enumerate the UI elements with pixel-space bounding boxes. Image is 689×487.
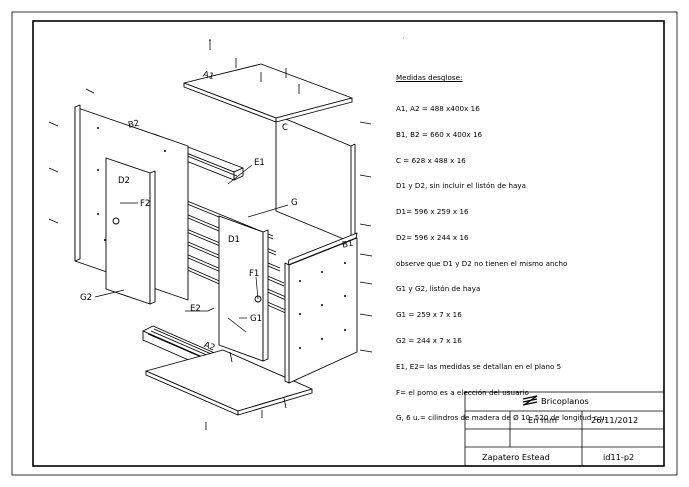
notes-line: C = 628 x 488 x 16 — [396, 155, 466, 165]
label-b1: B1 — [341, 239, 354, 251]
panel-c-back — [275, 114, 356, 243]
label-b2: B2 — [127, 119, 140, 131]
notes-line: D2= 596 x 244 x 16 — [396, 232, 469, 242]
label-g2: G2 — [80, 293, 92, 303]
notes-line: G2 = 244 x 7 x 16 — [396, 336, 462, 345]
outer-border — [11, 11, 678, 476]
notes-line: B1, B2 = 660 x 400x 16 — [396, 129, 483, 139]
notes-line: F= el pomo es a elección del usuario — [396, 387, 529, 397]
door-d2 — [105, 157, 156, 305]
title-block-units: En mm — [528, 415, 557, 425]
label-e2: E2 — [190, 304, 201, 314]
notes-line: D1 y D2, sin incluir el listón de haya — [396, 181, 527, 191]
notes-title: Medidas desglose: — [396, 73, 463, 83]
notes-line: G1 y G2, listón de haya — [396, 284, 481, 294]
label-d1: D1 — [228, 235, 240, 245]
notes-line: observe que D1 y D2 no tienen el mismo a… — [396, 258, 568, 268]
leader-lines — [94, 164, 289, 333]
screw-holes-b1 — [299, 262, 346, 349]
screw-holes-b2 — [97, 127, 166, 241]
exploded-assembly — [48, 39, 373, 430]
label-a2: A2 — [202, 340, 216, 353]
brand-logo-icon — [522, 395, 538, 406]
label-e1: E1 — [254, 158, 265, 168]
screws — [48, 39, 373, 430]
label-a1: A1 — [202, 70, 216, 83]
door-d1 — [218, 215, 269, 362]
panel-a2-bottom — [145, 349, 313, 416]
title-block — [464, 391, 665, 467]
label-d2: D2 — [118, 176, 130, 186]
notes-line: A1, A2 = 488 x400x 16 — [396, 103, 480, 113]
label-g1: G1 — [250, 314, 262, 324]
title-block-sheet-id: id11-p2 — [603, 452, 635, 462]
title-block-date: 26/11/2012 — [591, 415, 639, 425]
label-f1: F1 — [249, 269, 259, 279]
title-block-brand: Bricoplanos — [541, 396, 589, 406]
part-labels: A1 A2 B2 B1 C D2 D1 E1 E2 F2 F1 G G1 G2 — [80, 70, 354, 354]
notes-line: E1, E2= las medidas se detallan en el pl… — [396, 361, 562, 371]
dimensions-notes: Medidas desglose: A1, A2 = 488 x400x 16 … — [396, 57, 607, 432]
label-f2: F2 — [140, 199, 150, 209]
panel-b1-right — [284, 232, 358, 384]
inner-border — [32, 20, 665, 467]
panel-a1-top — [183, 63, 353, 123]
notes-line: G1 = 259 x 7 x 16 — [396, 310, 462, 320]
label-g: G — [291, 198, 298, 208]
title-block-project: Zapatero Estead — [482, 452, 550, 462]
notes-line: G, 6 u.= cilindros de madera de Ø 10, 52… — [396, 413, 607, 423]
label-c: C — [282, 123, 288, 133]
notes-line: D1= 596 x 259 x 16 — [396, 207, 469, 217]
